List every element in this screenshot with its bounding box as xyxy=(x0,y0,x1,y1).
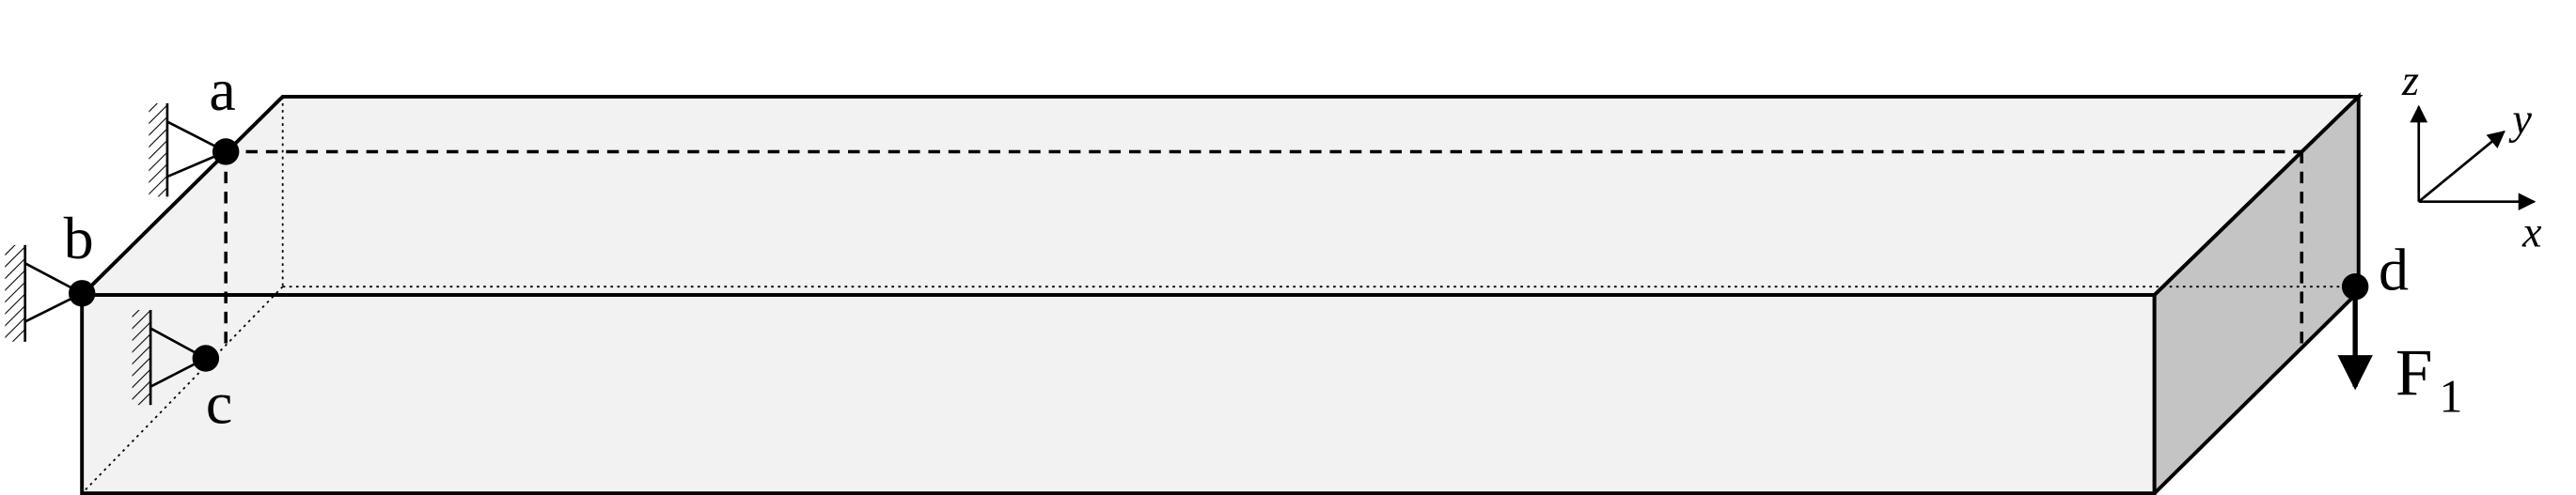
beam-box xyxy=(77,92,2364,495)
force-label-sub: 1 xyxy=(2440,370,2463,422)
node-a-dot xyxy=(212,138,240,165)
axis-y-label: y xyxy=(2508,95,2532,143)
coordinate-axes xyxy=(2410,104,2537,211)
node-c-dot xyxy=(192,345,220,372)
hidden-edges xyxy=(81,96,2359,494)
node-c-label: c xyxy=(206,370,232,437)
node-b-label: b xyxy=(64,205,94,271)
node-d-label: d xyxy=(2379,237,2409,303)
node-a-label: a xyxy=(209,56,235,123)
node-d-dot xyxy=(2341,273,2369,301)
node-b-dot xyxy=(68,280,96,307)
axis-y-line xyxy=(2417,130,2505,203)
section-dashed-lines xyxy=(224,149,2303,350)
beam-front-face xyxy=(80,293,2157,495)
axis-z-label: z xyxy=(2401,56,2419,104)
axis-x-label: x xyxy=(2521,209,2542,256)
beam-top-face xyxy=(77,94,2364,298)
force-label-main: F xyxy=(2395,337,2433,410)
